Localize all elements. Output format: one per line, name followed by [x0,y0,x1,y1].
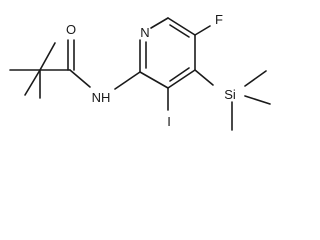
bond-c5-to-f [194,25,211,36]
atom-label-oxygen: O [66,22,76,37]
atom-label-fluorine: F [215,12,223,27]
atom-label-silicon: Si [224,87,236,102]
bond-si-methyl-2 [244,95,271,105]
atom-label-iodine: I [167,114,171,129]
bond-c4-to-si [194,69,214,86]
bond-ring-c4-c3 [167,69,196,89]
chemical-structure: O NH N F I Si [9,12,271,131]
atom-label-nh: NH [92,90,111,105]
bond-methyl-2 [39,42,56,71]
bond-si-methyl-1 [244,70,267,87]
bond-ring-c3-c2 [139,71,169,89]
bond-carbonyl-to-nh [69,69,91,88]
atom-label-ring-nitrogen: N [140,25,149,40]
bond-methyl-3 [24,69,41,96]
bond-ring-n1-c6 [150,17,169,29]
bond-ring-c6-c5 [167,17,196,36]
bond-ring-c4-c3-inner [169,67,190,82]
bond-ring-c6-c5-inner [169,24,190,38]
bond-nh-to-ring [114,71,141,90]
